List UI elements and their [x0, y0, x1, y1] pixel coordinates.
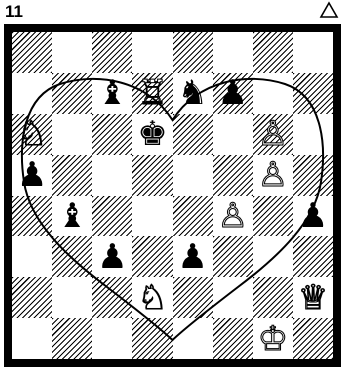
- square-h1[interactable]: [293, 318, 333, 359]
- square-h6[interactable]: [293, 114, 333, 155]
- black-pawn-piece[interactable]: ♟: [213, 73, 253, 114]
- square-h5[interactable]: [293, 155, 333, 196]
- black-knight-piece[interactable]: ♞: [173, 73, 213, 114]
- black-bishop-piece[interactable]: ♝: [92, 73, 132, 114]
- square-g4[interactable]: [253, 196, 293, 237]
- square-b4[interactable]: ♝: [52, 196, 92, 237]
- square-c8[interactable]: [92, 32, 132, 73]
- square-a6[interactable]: ♘: [12, 114, 52, 155]
- square-c5[interactable]: [92, 155, 132, 196]
- square-e3[interactable]: ♟: [173, 236, 213, 277]
- square-b5[interactable]: [52, 155, 92, 196]
- square-e8[interactable]: [173, 32, 213, 73]
- black-pawn-piece[interactable]: ♟: [173, 236, 213, 277]
- square-h3[interactable]: [293, 236, 333, 277]
- square-g5[interactable]: ♙: [253, 155, 293, 196]
- square-d7[interactable]: ♖: [132, 73, 172, 114]
- white-pawn-piece[interactable]: ♙: [213, 196, 253, 237]
- square-b7[interactable]: [52, 73, 92, 114]
- square-b8[interactable]: [52, 32, 92, 73]
- square-a3[interactable]: [12, 236, 52, 277]
- square-d2[interactable]: ♘: [132, 277, 172, 318]
- square-d4[interactable]: [132, 196, 172, 237]
- square-g1[interactable]: ♔: [253, 318, 293, 359]
- square-g8[interactable]: [253, 32, 293, 73]
- black-bishop-piece[interactable]: ♝: [52, 196, 92, 237]
- square-e6[interactable]: [173, 114, 213, 155]
- square-g7[interactable]: [253, 73, 293, 114]
- square-h7[interactable]: [293, 73, 333, 114]
- square-f8[interactable]: [213, 32, 253, 73]
- white-pawn-piece[interactable]: ♙: [253, 155, 293, 196]
- square-e1[interactable]: [173, 318, 213, 359]
- square-a4[interactable]: [12, 196, 52, 237]
- square-f4[interactable]: ♙: [213, 196, 253, 237]
- square-c6[interactable]: [92, 114, 132, 155]
- square-d1[interactable]: [132, 318, 172, 359]
- square-f1[interactable]: [213, 318, 253, 359]
- square-a5[interactable]: ♟: [12, 155, 52, 196]
- triangle-outline-icon: [319, 0, 339, 20]
- square-e2[interactable]: [173, 277, 213, 318]
- square-a1[interactable]: [12, 318, 52, 359]
- square-b1[interactable]: [52, 318, 92, 359]
- white-rook-piece[interactable]: ♖: [132, 73, 172, 114]
- white-knight-piece[interactable]: ♘: [132, 277, 172, 318]
- square-g3[interactable]: [253, 236, 293, 277]
- diagram-header: 11: [0, 0, 345, 26]
- square-f3[interactable]: [213, 236, 253, 277]
- white-queen-piece[interactable]: ♕: [293, 277, 333, 318]
- square-b2[interactable]: [52, 277, 92, 318]
- square-e4[interactable]: [173, 196, 213, 237]
- white-pawn-piece[interactable]: ♙: [253, 114, 293, 155]
- square-e5[interactable]: [173, 155, 213, 196]
- square-h2[interactable]: ♕: [293, 277, 333, 318]
- black-king-piece[interactable]: ♚: [132, 114, 172, 155]
- square-c7[interactable]: ♝: [92, 73, 132, 114]
- white-king-piece[interactable]: ♔: [253, 318, 293, 359]
- square-d5[interactable]: [132, 155, 172, 196]
- square-c1[interactable]: [92, 318, 132, 359]
- black-pawn-piece[interactable]: ♟: [293, 196, 333, 237]
- white-knight-piece[interactable]: ♘: [12, 114, 52, 155]
- square-h8[interactable]: [293, 32, 333, 73]
- square-f7[interactable]: ♟: [213, 73, 253, 114]
- square-g2[interactable]: [253, 277, 293, 318]
- square-c2[interactable]: [92, 277, 132, 318]
- square-d8[interactable]: [132, 32, 172, 73]
- square-a2[interactable]: [12, 277, 52, 318]
- black-pawn-piece[interactable]: ♟: [92, 236, 132, 277]
- black-pawn-piece[interactable]: ♟: [12, 155, 52, 196]
- square-c3[interactable]: ♟: [92, 236, 132, 277]
- square-d3[interactable]: [132, 236, 172, 277]
- square-g6[interactable]: ♙: [253, 114, 293, 155]
- square-f6[interactable]: [213, 114, 253, 155]
- square-d6[interactable]: ♚: [132, 114, 172, 155]
- chess-board: ♝♖♞♟♘♚♙♟♙♝♙♟♟♟♘♕♔: [12, 32, 333, 359]
- square-b3[interactable]: [52, 236, 92, 277]
- square-f5[interactable]: [213, 155, 253, 196]
- square-b6[interactable]: [52, 114, 92, 155]
- square-a8[interactable]: [12, 32, 52, 73]
- chess-board-frame: ♝♖♞♟♘♚♙♟♙♝♙♟♟♟♘♕♔: [4, 24, 341, 367]
- square-h4[interactable]: ♟: [293, 196, 333, 237]
- square-e7[interactable]: ♞: [173, 73, 213, 114]
- puzzle-number: 11: [5, 2, 23, 22]
- square-a7[interactable]: [12, 73, 52, 114]
- square-f2[interactable]: [213, 277, 253, 318]
- square-c4[interactable]: [92, 196, 132, 237]
